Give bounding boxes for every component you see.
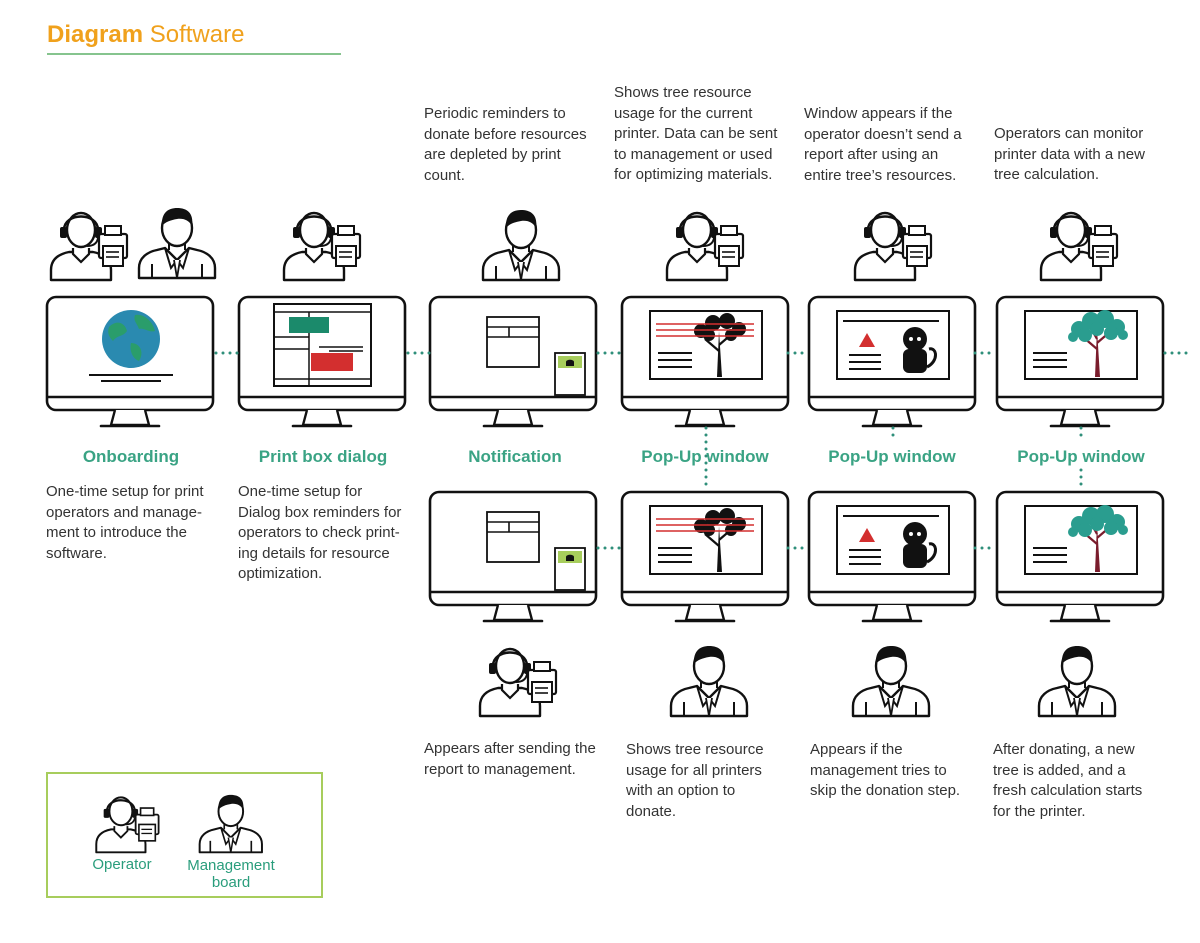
- stage-label-popup-2: Pop-Up window: [828, 447, 956, 466]
- monitor-notification: [428, 295, 598, 428]
- operator-icon: [1039, 211, 1119, 282]
- bottom-popup3-description: After donating, a new tree is added, and…: [993, 741, 1143, 820]
- stage-label-print-box-dialog: Print box dialog: [258, 447, 388, 466]
- title-regular: Software: [149, 21, 245, 48]
- warning-icon: [859, 333, 875, 347]
- monitor-popup-warning: [807, 295, 977, 428]
- connectors: [214, 351, 1192, 550]
- stage-label-popup-3: Pop-Up window: [1017, 447, 1145, 466]
- manager-icon: [851, 644, 931, 718]
- onboarding-description: One-time setup for print operators and m…: [46, 483, 204, 562]
- monitor-bottom-new-tree: [995, 490, 1165, 623]
- popup1-top-description: Shows tree resource usage for the curren…: [614, 84, 778, 183]
- monitor-popup-new-tree: [995, 295, 1165, 428]
- monitor-bottom-notification: [428, 490, 598, 623]
- globe-icon: [102, 310, 160, 368]
- legend-manager-icon: [198, 793, 263, 854]
- stage-label-onboarding: Onboarding: [82, 447, 180, 466]
- page-title: Diagram Software: [47, 20, 244, 50]
- manager-icon: [1037, 644, 1117, 718]
- monkey-icon: [903, 327, 927, 351]
- popup2-top-description: Window appears if the operator doesn’t s…: [804, 105, 962, 184]
- print-box-dialog-description: One-time setup for Dialog box reminders …: [238, 483, 402, 582]
- title-bold: Diagram: [47, 21, 144, 48]
- operator-icon: [478, 647, 558, 718]
- title-underline: [47, 53, 341, 55]
- bottom-popup1-description: Shows tree resource usage for all printe…: [626, 741, 764, 820]
- operator-icon: [282, 211, 362, 282]
- operator-icon: [49, 211, 129, 282]
- legend-operator-icon: [95, 796, 160, 854]
- legend-box: [46, 772, 323, 898]
- operator-icon: [853, 211, 933, 282]
- bottom-notification-description: Appears after sending the report to mana…: [424, 740, 596, 778]
- popup3-top-description: Operators can monitor printer data with …: [994, 125, 1145, 183]
- monitor-bottom-tree-usage: [620, 490, 790, 623]
- manager-icon: [137, 206, 217, 280]
- manager-icon: [481, 208, 561, 282]
- manager-icon: [669, 644, 749, 718]
- stage-label-notification: Notification: [468, 447, 562, 466]
- notification-top-description: Periodic reminders to donate before reso…: [424, 105, 587, 184]
- monitor-bottom-warning: [807, 490, 977, 623]
- monitor-print-box-dialog: [237, 295, 407, 428]
- monitor-onboarding: [45, 295, 215, 428]
- legend-operator-label: Operator: [92, 856, 152, 873]
- monitor-popup-tree-usage: [620, 295, 790, 428]
- operator-icon: [665, 211, 745, 282]
- bottom-popup2-description: Appears if the management tries to skip …: [810, 741, 961, 799]
- legend-management-label: Management board: [187, 857, 275, 891]
